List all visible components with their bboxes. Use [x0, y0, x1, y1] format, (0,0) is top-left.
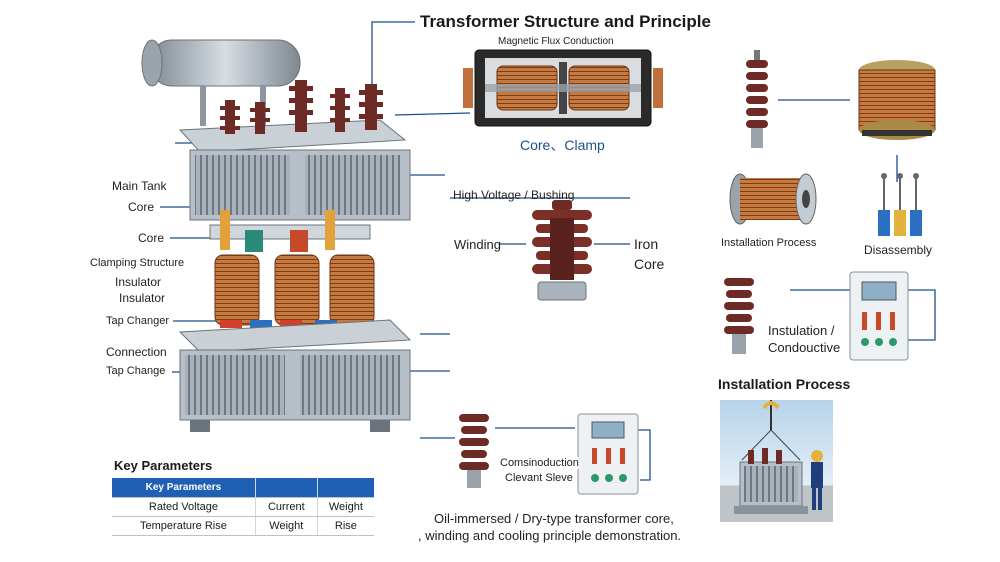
caption-line-2: , winding and cooling principle demonstr… — [418, 528, 682, 543]
page-title: Transformer Structure and Principle — [420, 12, 711, 31]
transformer-illustration — [141, 39, 412, 432]
bushing-illustration — [532, 200, 592, 301]
installation-section-title: Installation Process — [718, 376, 851, 392]
small-bushing-top — [746, 50, 768, 148]
table-row: Temperature Rise Weight Rise — [112, 516, 374, 536]
label-clamping-structure: Clamping Structure — [90, 257, 185, 269]
label-clevant-sleve: Clevant Sleve — [505, 472, 573, 484]
label-conductive: Condouctive — [768, 340, 841, 355]
label-iron: Iron — [634, 236, 659, 252]
label-disassembly: Disassembly — [864, 243, 933, 257]
table-cell: Temperature Rise — [112, 516, 256, 536]
key-parameters-title: Key Parameters — [114, 458, 213, 473]
table-cell: Rise — [316, 516, 374, 536]
control-panel-bottom — [577, 413, 639, 495]
table-cell: Rated Voltage — [112, 497, 256, 517]
label-tap-changer: Tap Changer — [106, 315, 169, 327]
label-core-iron: Core — [634, 256, 665, 272]
small-bushing-bottom — [459, 414, 489, 488]
label-installation-process-small: Installation Process — [721, 237, 817, 249]
table-header-cell: Key Parameters — [112, 478, 256, 498]
label-core-2: Core — [138, 231, 165, 245]
label-insulator-2: Insulator — [119, 291, 166, 305]
core-clamp-diagram — [463, 49, 663, 127]
label-insulator-1: Insulator — [115, 275, 162, 289]
label-tap-change: Tap Change — [106, 365, 166, 377]
label-core-clamp: Core、Clamp — [520, 137, 605, 153]
table-header-cell — [254, 478, 318, 498]
caption-line-1: Oil-immersed / Dry-type transformer core… — [434, 511, 674, 526]
control-panel-right — [849, 271, 909, 361]
label-connection: Connection — [106, 345, 167, 359]
label-high-voltage-bushing: High Voltage / Bushing — [453, 188, 575, 202]
key-parameters-table: Key Parameters Rated Voltage Current Wei… — [112, 478, 374, 536]
table-header-cell — [316, 478, 374, 498]
spool-coil — [729, 173, 817, 225]
table-cell: Current — [254, 497, 318, 517]
table-cell: Weight — [254, 516, 318, 536]
disassembly-parts — [878, 173, 922, 236]
label-winding: Winding — [454, 237, 501, 252]
label-core-1: Core — [128, 200, 155, 214]
small-bushing-insulation — [724, 278, 754, 354]
table-row: Rated Voltage Current Weight — [112, 497, 374, 517]
installation-photo — [720, 400, 833, 522]
table-cell: Weight — [316, 497, 374, 517]
label-comsinoduction: Comsinoduction — [500, 457, 579, 469]
label-insulation: Instulation / — [768, 323, 835, 338]
label-main-tank: Main Tank — [112, 179, 167, 193]
table-header-row: Key Parameters — [112, 478, 374, 498]
label-magnetic-flux: Magnetic Flux Conduction — [498, 36, 614, 47]
coil-assembly — [858, 60, 936, 140]
